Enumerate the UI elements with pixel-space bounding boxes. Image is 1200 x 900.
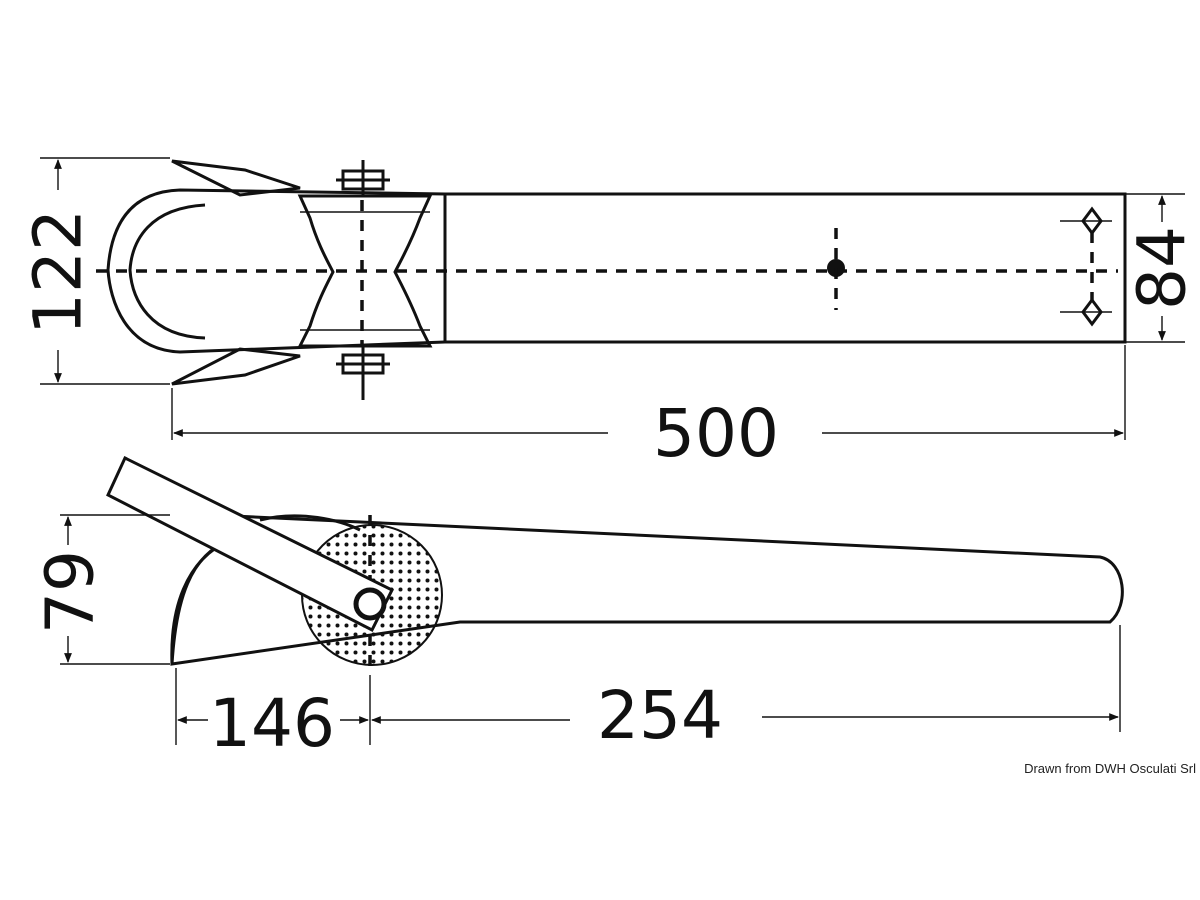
- axle-bolt-bottom: [336, 346, 390, 400]
- dim-label-500: 500: [653, 395, 779, 472]
- side-guide-bottom: [171, 347, 301, 386]
- dim-122: [40, 157, 170, 385]
- dim-label-84: 84: [1124, 226, 1200, 310]
- axle-bolt-top: [336, 160, 390, 196]
- side-view: [60, 455, 1124, 745]
- dim-label-254: 254: [597, 677, 723, 754]
- top-view: [40, 157, 1185, 440]
- dim-label-79: 79: [32, 550, 109, 634]
- credit-text: Drawn from DWH Osculati Srl: [1024, 761, 1196, 776]
- roller: [297, 194, 433, 348]
- dim-84: [1125, 193, 1185, 343]
- hinged-arm: [106, 455, 395, 633]
- dim-146-254: [175, 625, 1121, 745]
- dim-79: [60, 514, 170, 665]
- rear-mounting-holes: [1060, 206, 1112, 327]
- dim-label-122: 122: [20, 209, 97, 335]
- tube-body: [443, 192, 1127, 344]
- side-guide-top: [171, 159, 301, 197]
- dim-500: [171, 345, 1126, 440]
- dim-label-146: 146: [209, 685, 335, 762]
- front-housing: [106, 188, 446, 354]
- arm-pivot: [353, 587, 387, 621]
